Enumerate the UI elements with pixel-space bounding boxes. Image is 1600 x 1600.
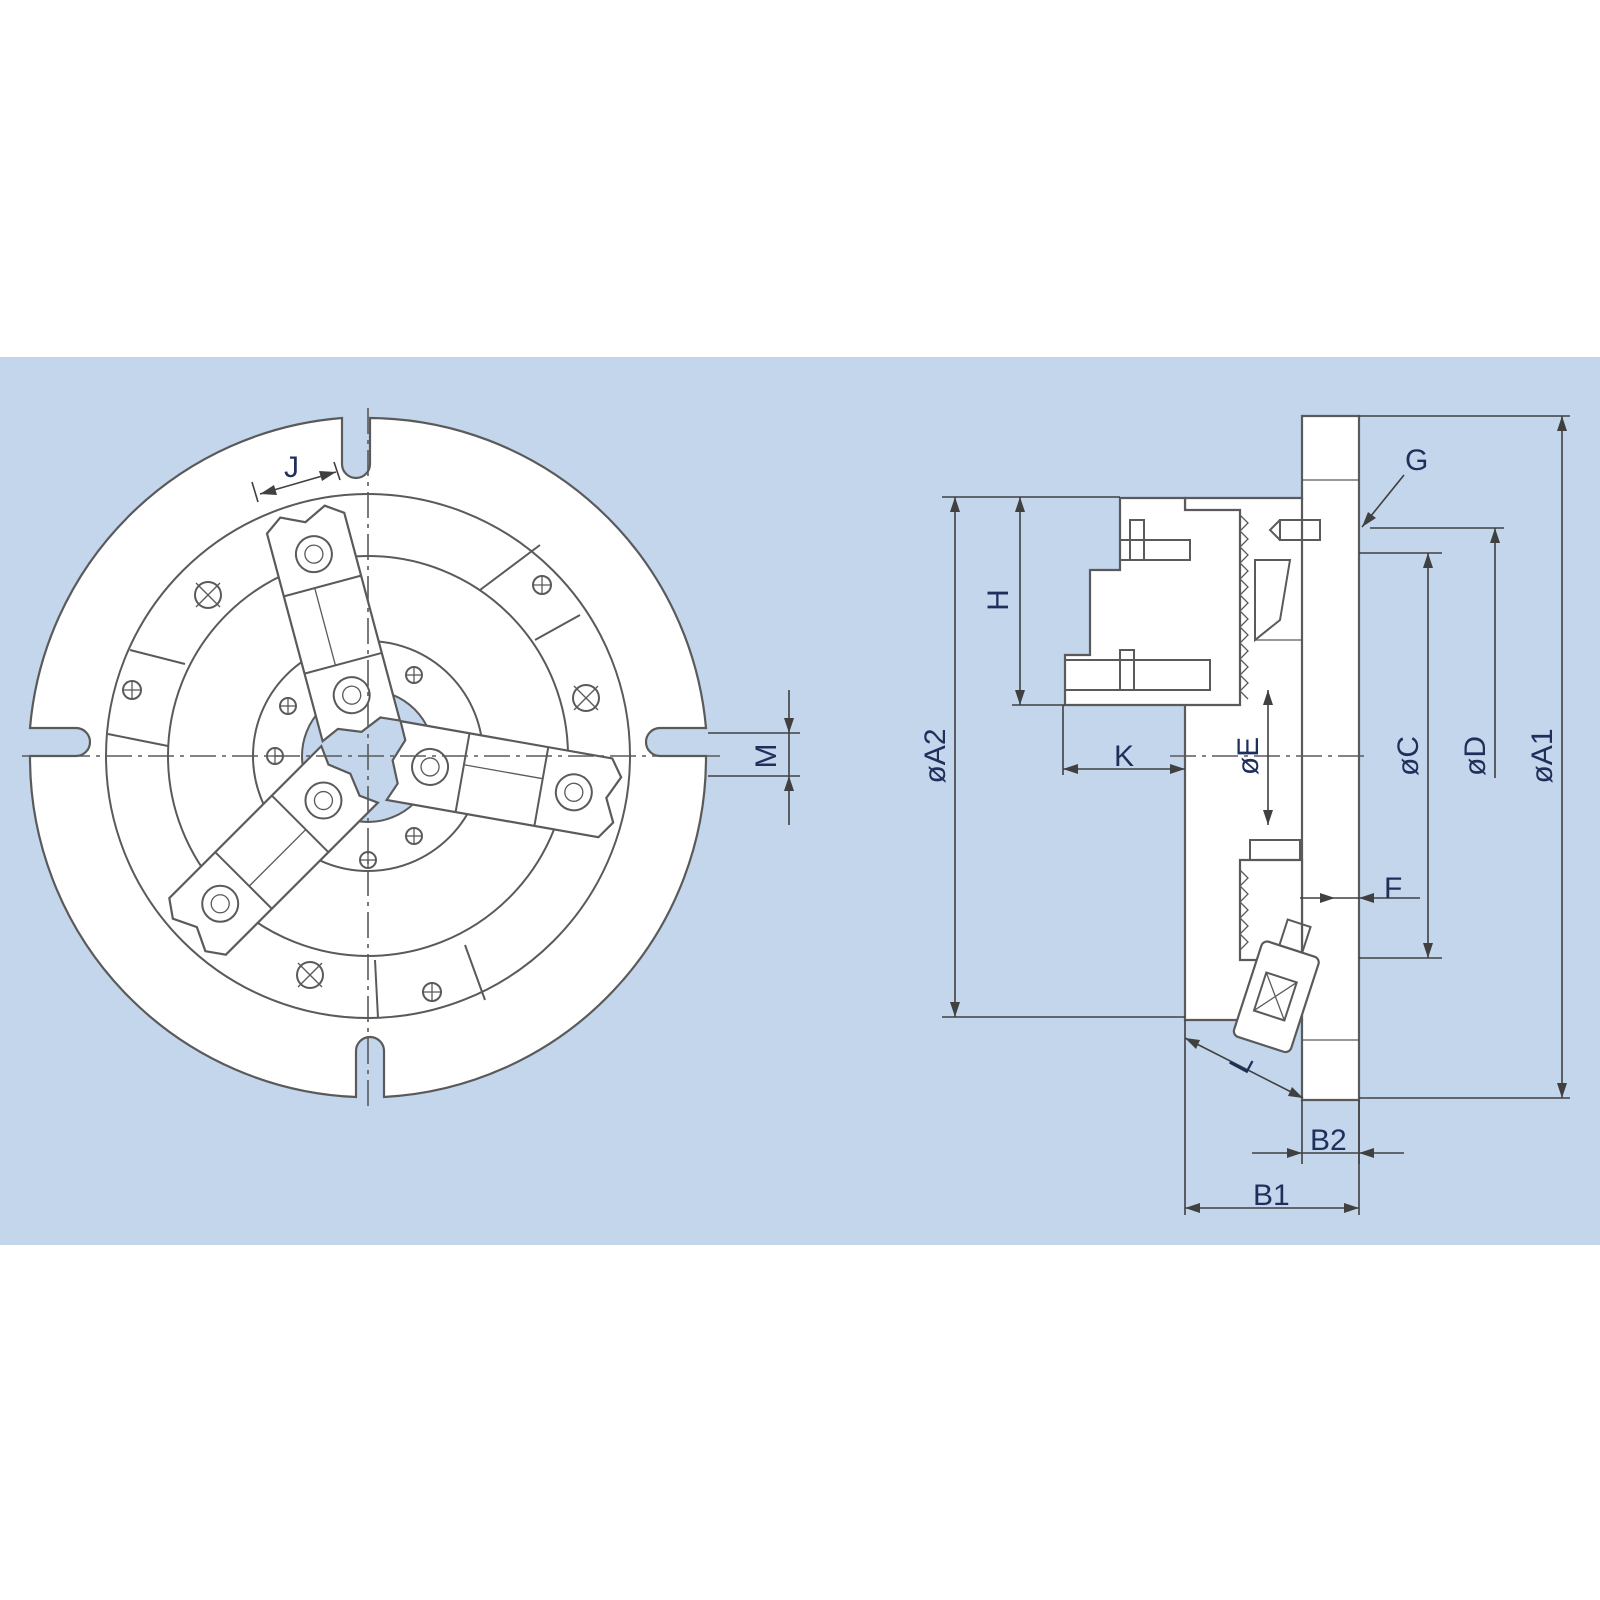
label-c: øC xyxy=(1392,736,1425,776)
dimension-l xyxy=(1184,1037,1304,1099)
label-d: øD xyxy=(1459,736,1492,776)
side-view: øA2 H K øE xyxy=(919,414,1570,1215)
jaw-top xyxy=(265,504,402,744)
leader-g xyxy=(1361,474,1405,528)
dimension-c xyxy=(1359,552,1442,959)
jaw-right xyxy=(384,719,623,839)
label-h: H xyxy=(982,589,1015,611)
mounting-hole-icons xyxy=(122,575,600,1002)
dimension-j xyxy=(251,461,341,503)
label-f: F xyxy=(1384,872,1402,905)
dimension-e xyxy=(1263,690,1273,825)
side-jaw-upper xyxy=(1063,496,1242,707)
label-g: G xyxy=(1405,444,1428,477)
dimension-k xyxy=(1062,705,1185,775)
label-b1: B1 xyxy=(1253,1179,1290,1212)
pinion xyxy=(1232,918,1320,1054)
dimension-m xyxy=(708,690,800,825)
label-j: J xyxy=(284,451,299,484)
dimension-h xyxy=(1012,497,1065,706)
label-l: L xyxy=(1223,1048,1260,1078)
label-b2: B2 xyxy=(1310,1124,1347,1157)
dimension-d xyxy=(1370,527,1504,778)
label-k: K xyxy=(1114,740,1134,773)
label-a1: øA1 xyxy=(1526,728,1559,783)
dimension-b1 xyxy=(1184,1020,1360,1215)
label-a2: øA2 xyxy=(919,728,952,783)
dimension-a1 xyxy=(1359,415,1570,1099)
label-e: øE xyxy=(1232,737,1265,775)
label-m: M xyxy=(750,744,783,769)
dimension-f xyxy=(1300,893,1420,903)
jaw-lower-left xyxy=(168,744,380,956)
dimension-a2 xyxy=(942,496,1185,1018)
front-view: J M xyxy=(22,408,800,1108)
